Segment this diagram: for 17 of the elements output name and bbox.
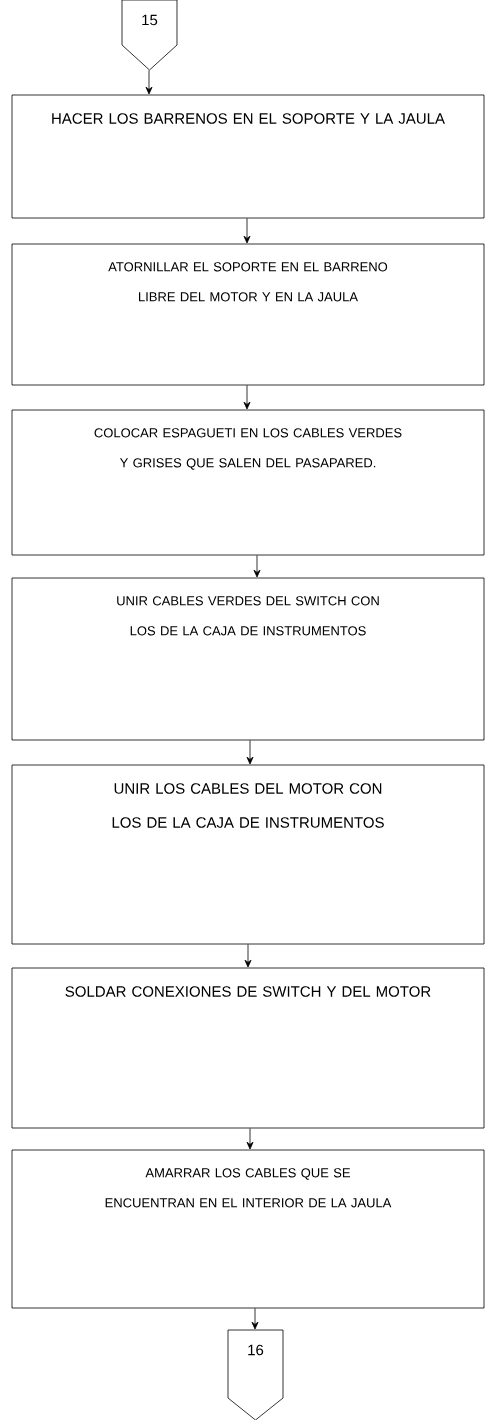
process-box: UNIR CABLES VERDES DEL SWITCH CON LOS DE LA CAJA DE INSTRUMENTOS [11,577,485,741]
arrow [251,1308,259,1330]
arrow [243,218,251,244]
arrow [145,70,153,95]
process-box: AMARRAR LOS CABLES QUE SE ENCUENTRAN EN EL INTERIOR DE LA JAULA [11,1149,485,1309]
arrow [244,944,252,968]
arrow [246,740,254,765]
process-box: COLOCAR ESPAGUETI EN LOS CABLES VERDES Y GRISES QUE SALEN DEL PASAPARED. [11,409,485,556]
arrow [253,555,261,578]
off-page-connector: 16 [227,1329,284,1420]
off-page-connector: 15 [121,0,178,71]
arrow [243,385,251,410]
arrow [246,1128,254,1150]
process-box: HACER LOS BARRENOS EN EL SOPORTE Y LA JAULA [11,94,485,219]
process-box: SOLDAR CONEXIONES DE SWITCH Y DEL MOTOR [11,967,485,1129]
process-box: UNIR LOS CABLES DEL MOTOR CON LOS DE LA CAJA DE INSTRUMENTOS [11,764,485,945]
process-box: ATORNILLAR EL SOPORTE EN EL BARRENO LIBRE DEL MOTOR Y EN LA JAULA [11,243,485,386]
